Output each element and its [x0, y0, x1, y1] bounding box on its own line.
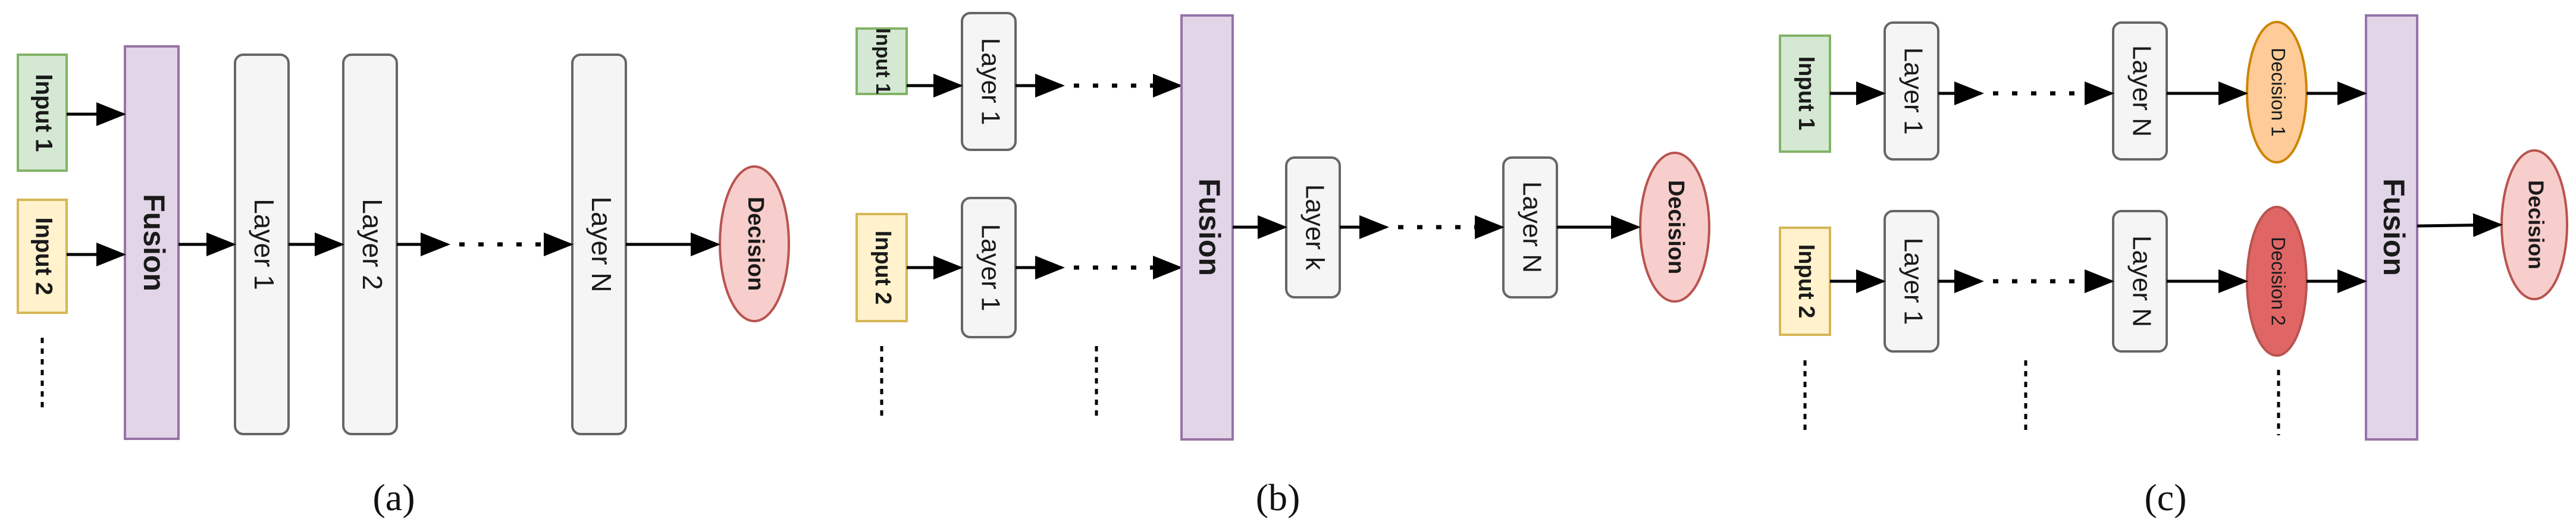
input-1-label: Input 1 [30, 74, 57, 152]
input-2-label: Input 2 [30, 217, 57, 295]
layer-k-label: Layer k [1300, 184, 1329, 271]
panel-c: Input 1 Input 2 Layer 1 Layer N Layer 1 … [1779, 14, 2568, 519]
input-2-label: Input 2 [870, 231, 895, 305]
input-2-label: Input 2 [1794, 244, 1819, 319]
input-2-box [1779, 227, 1831, 336]
fusion-block [1180, 14, 1234, 441]
arrow-fusion-decision [2417, 213, 2503, 237]
layer-1-top-label: Layer 1 [1898, 48, 1928, 135]
input-2-box [17, 199, 68, 314]
layer-n-bottom-label: Layer N [2127, 235, 2156, 327]
caption-b: (b) [1256, 476, 1300, 519]
panel-b: Input 1 Input 2 Layer 1 Layer 1 Fusion L… [855, 12, 1710, 519]
decision-label: Decision [743, 197, 768, 291]
input-1-box [17, 54, 68, 172]
layer-1-label: Layer 1 [249, 199, 280, 290]
fusion-block [2365, 14, 2418, 441]
fusion-label: Fusion [2377, 178, 2411, 276]
decision-1-label: Decision 1 [2268, 48, 2289, 136]
layer-1-top-label: Layer 1 [976, 38, 1005, 125]
input-1-box [855, 27, 908, 95]
caption-c: (c) [2144, 476, 2186, 519]
caption-a: (a) [372, 476, 415, 519]
layer-1-bottom-label: Layer 1 [1898, 238, 1928, 325]
layer-n-top-label: Layer N [2127, 45, 2156, 137]
input-1-label: Input 1 [1794, 56, 1819, 131]
decision-2-label: Decision 2 [2268, 237, 2289, 325]
layer-2-label: Layer 2 [357, 199, 388, 290]
layer-n-label: Layer N [586, 196, 617, 292]
fusion-label: Fusion [1193, 178, 1226, 276]
layer-1-bottom-label: Layer 1 [976, 224, 1005, 312]
decision-label: Decision [2524, 180, 2548, 269]
layer-n-label: Layer N [1517, 181, 1546, 273]
panel-a: Input 1 Input 2 Fusion Layer 1 Layer 2 L… [17, 45, 790, 519]
input-1-label: Input 1 [872, 28, 894, 94]
fusion-label: Fusion [137, 194, 171, 291]
decision-label: Decision [1663, 180, 1688, 274]
